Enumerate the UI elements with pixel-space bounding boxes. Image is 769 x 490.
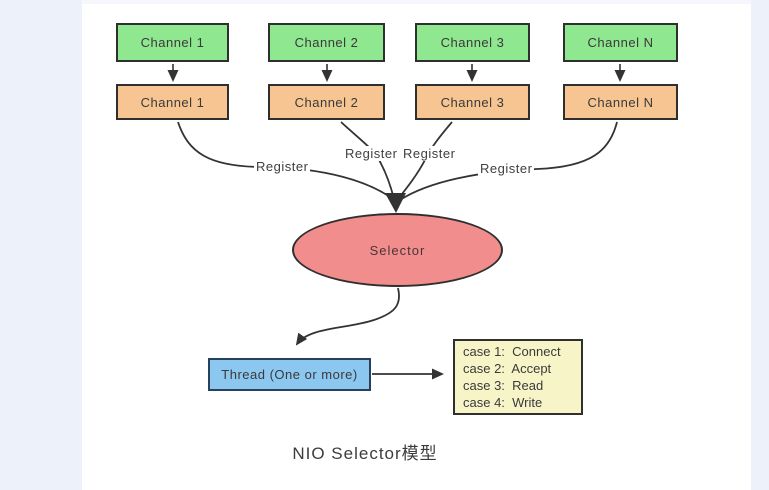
channel1-source-box: Channel 1 xyxy=(116,23,229,62)
channel2-source-box: Channel 2 xyxy=(268,23,385,62)
channel3-registered-box: Channel 3 xyxy=(415,84,530,120)
thread-box: Thread (One or more) xyxy=(208,358,371,391)
selector-ellipse: Selector xyxy=(292,213,503,287)
channel2-registered-box: Channel 2 xyxy=(268,84,385,120)
channel3-source-box: Channel 3 xyxy=(415,23,530,62)
right-margin-strip xyxy=(751,0,769,490)
channelN-registered-label: Channel N xyxy=(587,94,654,110)
channel3-registered-label: Channel 3 xyxy=(440,94,505,110)
channelN-source-box: Channel N xyxy=(563,23,678,62)
channel2-source-label: Channel 2 xyxy=(294,35,359,50)
channel1-registered-box: Channel 1 xyxy=(116,84,229,120)
left-margin-strip xyxy=(0,0,82,490)
register-label-3: Register xyxy=(401,146,458,161)
case-line-3: case 3: Read xyxy=(463,378,544,393)
channelN-source-label: Channel N xyxy=(587,35,654,50)
channel3-source-label: Channel 3 xyxy=(440,35,505,50)
top-band xyxy=(82,0,751,4)
selector-label: Selector xyxy=(369,242,426,258)
case-list-box: case 1: Connect case 2: Accept case 3: R… xyxy=(453,339,583,415)
register-curve-channelN xyxy=(399,121,618,201)
converge-arrowhead-icon xyxy=(385,193,406,213)
diagram-caption: NIO Selector模型 xyxy=(292,444,438,463)
register-label-2: Register xyxy=(343,146,400,161)
case-line-2: case 2: Accept xyxy=(463,361,552,376)
selector-to-thread-curve xyxy=(295,287,400,346)
channel1-registered-label: Channel 1 xyxy=(140,94,205,110)
register-label-4: Register xyxy=(478,161,535,176)
thread-label: Thread (One or more) xyxy=(221,367,358,382)
case-line-1: case 1: Connect xyxy=(463,344,561,359)
channelN-registered-box: Channel N xyxy=(563,84,678,120)
channel2-registered-label: Channel 2 xyxy=(294,94,359,110)
register-label-1: Register xyxy=(254,159,311,174)
case-line-4: case 4: Write xyxy=(463,395,543,410)
channel1-source-label: Channel 1 xyxy=(140,35,205,50)
